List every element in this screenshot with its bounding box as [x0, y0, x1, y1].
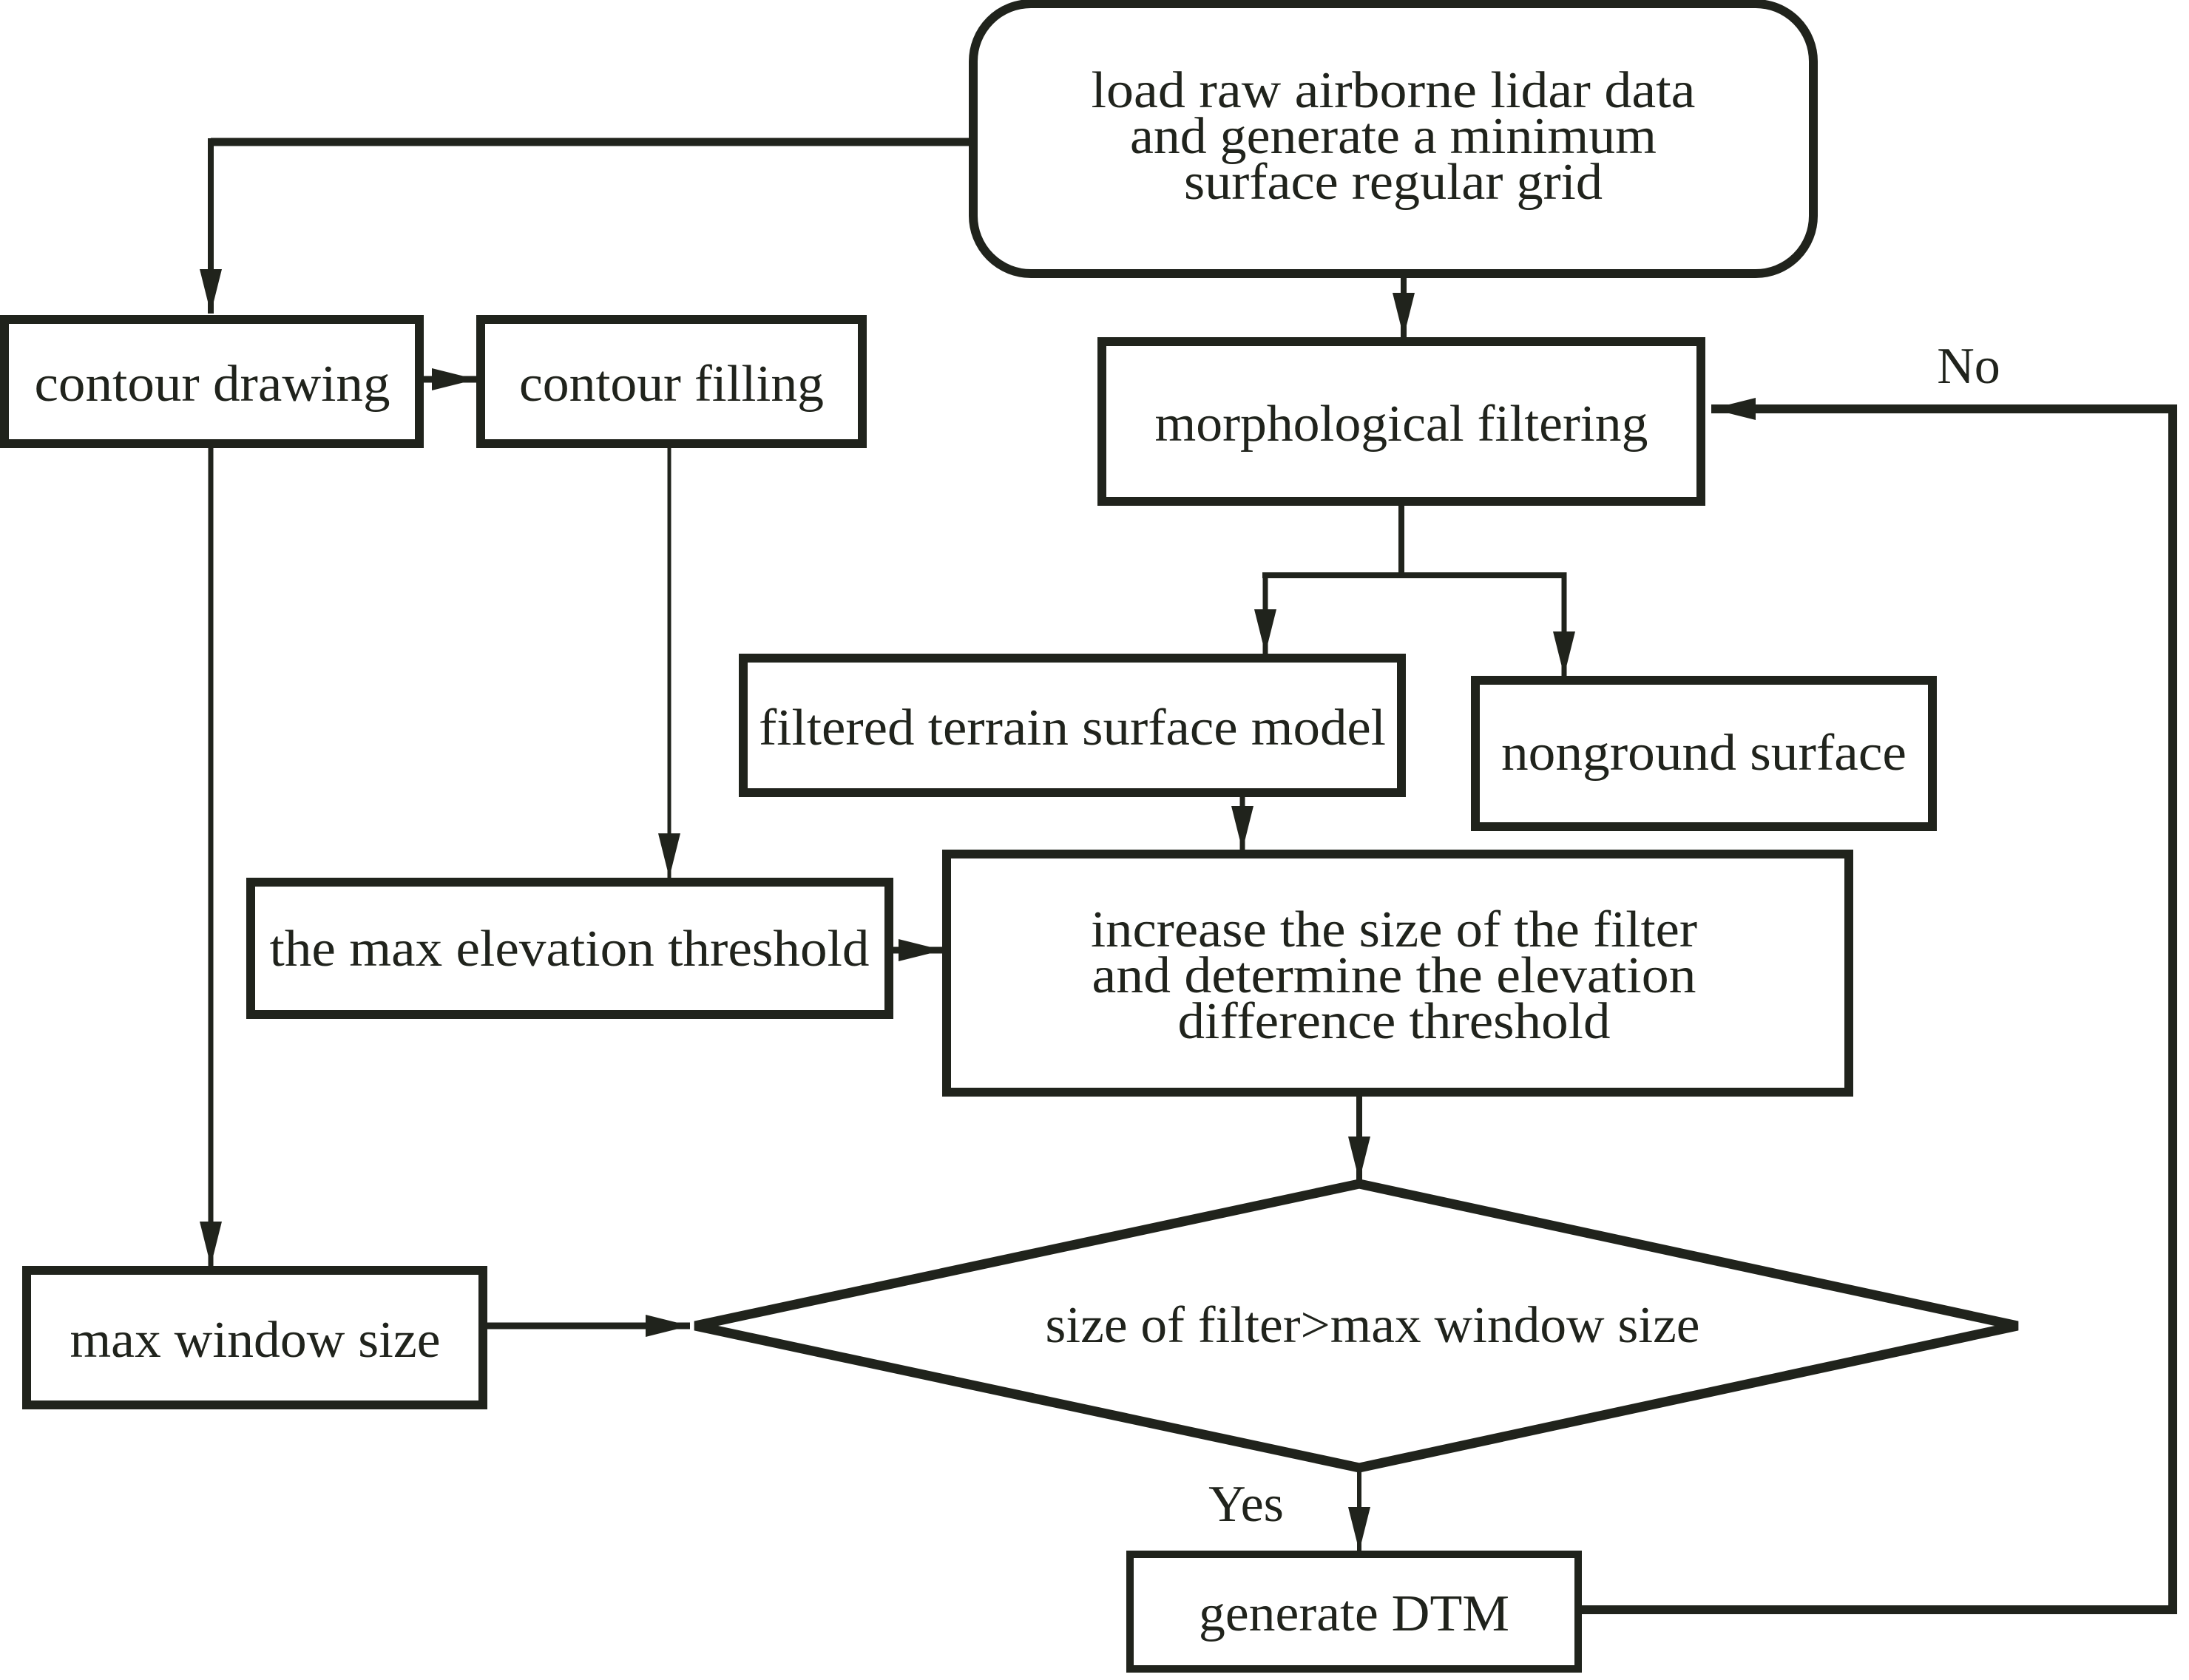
label-yes: Yes: [1208, 1476, 1284, 1533]
node-increase-filter-size-label-line1: increase the size of the filter: [1091, 901, 1697, 958]
node-morphological-filtering-shape: [1097, 337, 1705, 506]
node-contour-filling: contour filling: [476, 315, 867, 448]
node-contour-drawing-shape: [0, 315, 424, 448]
edge-generate-dtm-feedback-to-morphological-filtering: [1580, 398, 2177, 1614]
node-filtered-terrain-surface-model: filtered terrain surface model: [739, 654, 1406, 797]
node-size-decision-shape: [694, 1179, 2019, 1473]
node-contour-filling-shape: [476, 315, 867, 448]
node-size-decision-label: size of filter>max window size: [1046, 1297, 1700, 1354]
node-generate-dtm-shape: [1126, 1551, 1582, 1673]
node-load-data: load raw airborne lidar data and generat…: [969, 0, 1818, 278]
node-load-data-label-line3: surface regular grid: [1184, 154, 1603, 211]
edge-load-to-contour-drawing: [200, 138, 978, 314]
node-morphological-filtering-label: morphological filtering: [1155, 396, 1648, 453]
node-increase-filter-size-label-line3: difference threshold: [1178, 993, 1611, 1050]
node-filtered-terrain-surface-model-label: filtered terrain surface model: [759, 700, 1386, 756]
node-max-elevation-threshold-label: the max elevation threshold: [270, 921, 870, 978]
node-increase-filter-size-shape: [942, 850, 1853, 1097]
node-increase-filter-size-label-line2: and determine the elevation: [1092, 947, 1696, 1004]
node-contour-drawing-label: contour drawing: [35, 356, 390, 413]
node-contour-filling-label: contour filling: [519, 356, 824, 413]
label-no: No: [1937, 338, 2000, 395]
node-max-window-size-shape: [22, 1266, 487, 1409]
node-nonground-surface-shape: [1471, 676, 1937, 831]
node-nonground-surface-label: nonground surface: [1501, 725, 1907, 782]
node-contour-drawing: contour drawing: [0, 315, 424, 448]
node-morphological-filtering: morphological filtering: [1097, 337, 1705, 506]
node-nonground-surface: nonground surface: [1471, 676, 1937, 831]
node-load-data-shape: [969, 0, 1818, 278]
node-generate-dtm: generate DTM: [1126, 1551, 1582, 1673]
edge-morphological-filtering-split: [1262, 503, 1564, 578]
node-max-window-size: max window size: [22, 1266, 487, 1409]
node-max-window-size-label: max window size: [70, 1312, 441, 1369]
node-size-decision: size of filter>max window size: [694, 1179, 2019, 1473]
node-increase-filter-size: increase the size of the filter and dete…: [942, 850, 1853, 1097]
node-max-elevation-threshold-shape: [246, 878, 893, 1019]
node-generate-dtm-label: generate DTM: [1199, 1585, 1509, 1642]
node-load-data-label-line2: and generate a minimum: [1130, 108, 1657, 165]
node-max-elevation-threshold: the max elevation threshold: [246, 878, 893, 1019]
node-filtered-terrain-surface-model-shape: [739, 654, 1406, 797]
node-load-data-label-line1: load raw airborne lidar data: [1092, 62, 1696, 119]
